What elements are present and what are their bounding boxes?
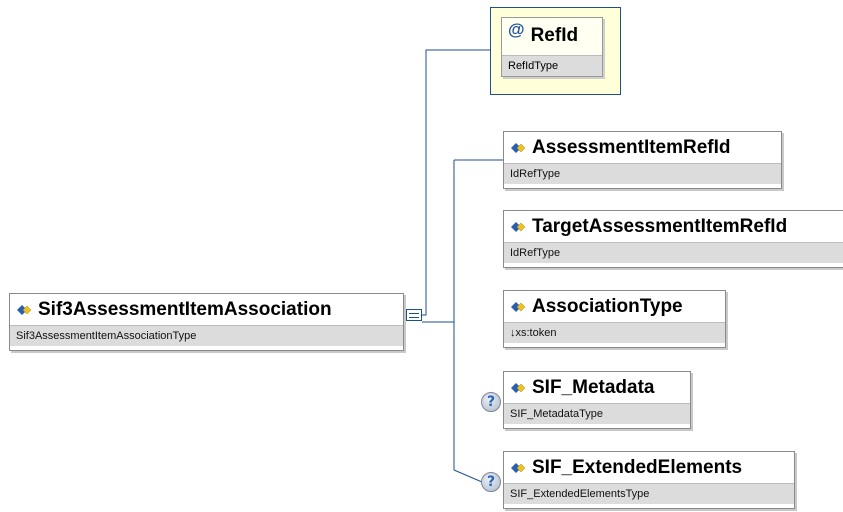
element-icon	[511, 462, 526, 473]
child-node-assessment-item-ref-id[interactable]: AssessmentItemRefId IdRefType	[503, 131, 782, 189]
child-node-type: IdRefType	[504, 242, 843, 263]
optional-question-icon: ?	[481, 472, 501, 492]
child-node-name: SIF_Metadata	[532, 376, 655, 398]
attribute-at-icon: @	[508, 20, 525, 39]
child-node-type: SIF_ExtendedElementsType	[504, 483, 794, 504]
element-icon	[511, 221, 526, 232]
child-node-name: TargetAssessmentItemRefId	[532, 215, 788, 237]
attribute-refid-node[interactable]: @ RefId RefIdType	[501, 17, 603, 77]
root-element-type: Sif3AssessmentItemAssociationType	[10, 325, 403, 346]
child-node-type: IdRefType	[504, 163, 781, 184]
element-icon	[17, 304, 32, 315]
child-node-type: ↓xs:token	[504, 322, 725, 343]
child-node-title: AssessmentItemRefId	[504, 132, 781, 163]
optional-question-icon: ?	[481, 392, 501, 412]
child-node-type: SIF_MetadataType	[504, 403, 690, 424]
element-icon	[511, 382, 526, 393]
element-icon	[511, 301, 526, 312]
child-node-name: SIF_ExtendedElements	[532, 456, 743, 478]
attribute-title: @ RefId	[502, 18, 602, 47]
child-node-title: TargetAssessmentItemRefId	[504, 211, 843, 242]
child-node-target-assessment-item-ref-id[interactable]: TargetAssessmentItemRefId IdRefType	[503, 210, 843, 268]
child-node-name: AssociationType	[532, 295, 683, 317]
child-node-association-type[interactable]: AssociationType ↓xs:token	[503, 290, 726, 348]
element-icon	[511, 142, 526, 153]
expand-collapse-toggle[interactable]	[406, 309, 422, 321]
root-element-name: Sif3AssessmentItemAssociation	[38, 298, 332, 320]
root-element-node[interactable]: Sif3AssessmentItemAssociation Sif3Assess…	[9, 293, 404, 351]
attribute-name: RefId	[530, 25, 579, 46]
child-node-name: AssessmentItemRefId	[532, 136, 731, 158]
child-node-sif-extended-elements[interactable]: SIF_ExtendedElements SIF_ExtendedElement…	[503, 451, 795, 509]
attribute-group-box[interactable]: @ RefId RefIdType	[490, 7, 621, 95]
child-node-title: SIF_Metadata	[504, 372, 690, 403]
child-node-title: SIF_ExtendedElements	[504, 452, 794, 483]
root-element-title: Sif3AssessmentItemAssociation	[10, 294, 403, 325]
child-node-sif-metadata[interactable]: SIF_Metadata SIF_MetadataType	[503, 371, 691, 429]
child-node-title: AssociationType	[504, 291, 725, 322]
attribute-type: RefIdType	[502, 55, 602, 76]
